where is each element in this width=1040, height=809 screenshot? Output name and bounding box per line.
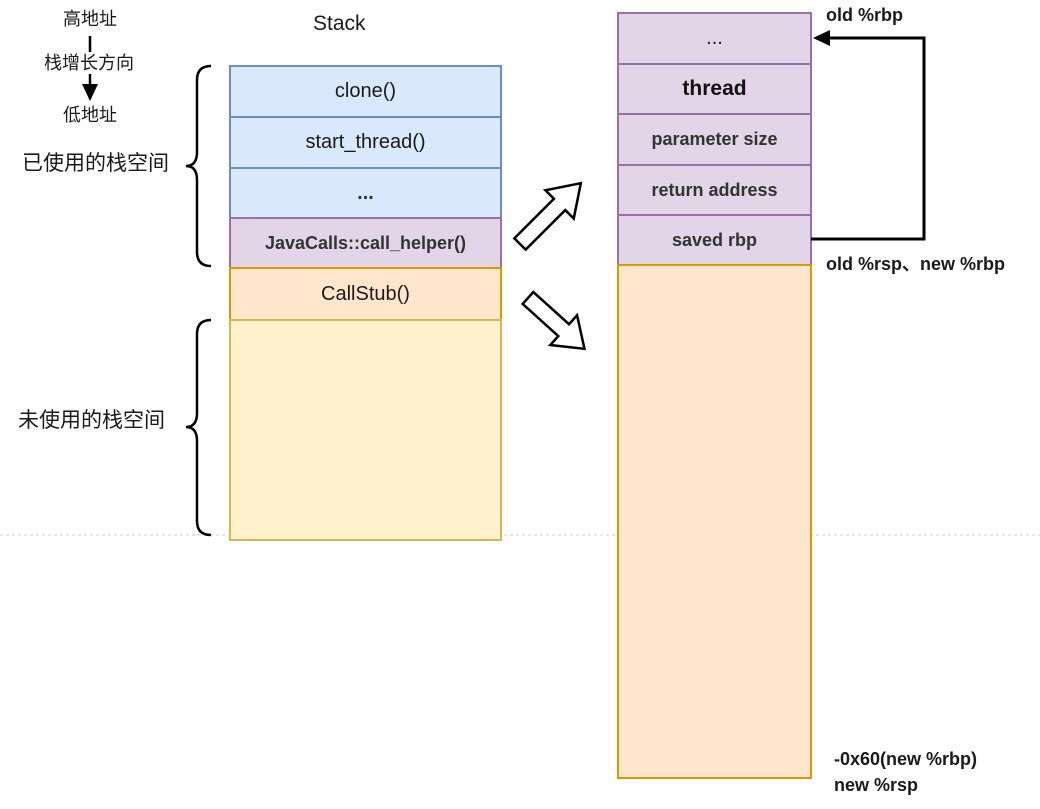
stack-title: Stack [313,12,366,35]
frame-label: JavaCalls::call_helper() [264,232,467,253]
callstub-slot-return-address: return address [617,164,812,216]
callstub-slot-saved-rbp: saved rbp [617,214,812,266]
frame-callstub: CallStub() [229,267,502,321]
frame-label: ... [357,181,374,204]
slot-label: saved rbp [671,229,758,250]
expand-arrow-up-right [512,181,583,252]
high-address-label: 高地址 [63,9,117,29]
new-rsp-annotation: new %rsp [834,775,919,795]
slot-label: return address [651,179,778,200]
unused-space-label: 未使用的栈空间 [18,409,165,432]
unused-stack-area [229,319,502,541]
frame-label: start_thread() [305,131,426,153]
old-rbp-annotation: old %rbp [826,5,903,25]
frame-ellipsis: ... [229,167,502,219]
expand-arrow-down-right [520,290,587,351]
callstub-slot-parameter-size: parameter size [617,113,812,166]
frame-clone: clone() [229,65,502,118]
slot-label: ... [706,27,723,49]
frame-start-thread: start_thread() [229,116,502,169]
used-space-label: 已使用的栈空间 [22,152,169,175]
used-space-brace [185,64,212,268]
frame-label: CallStub() [321,282,410,305]
frame-call-helper: JavaCalls::call_helper() [229,217,502,269]
saved-rbp-pointer-arrow [811,30,926,241]
callstub-slot-thread: thread [617,63,812,115]
unused-space-brace [185,318,212,537]
callstub-local-area [617,264,812,779]
growth-direction-label: 栈增长方向 [44,53,134,73]
slot-label: parameter size [651,129,778,149]
slot-label: thread [682,77,747,100]
new-rbp-offset-annotation: -0x60(new %rbp) [834,749,978,769]
old-rsp-new-rbp-annotation: old %rsp、new %rbp [826,254,1006,274]
frame-label: clone() [334,80,397,102]
callstub-slot-ellipsis: ... [617,12,812,65]
low-address-label: 低地址 [63,105,117,125]
